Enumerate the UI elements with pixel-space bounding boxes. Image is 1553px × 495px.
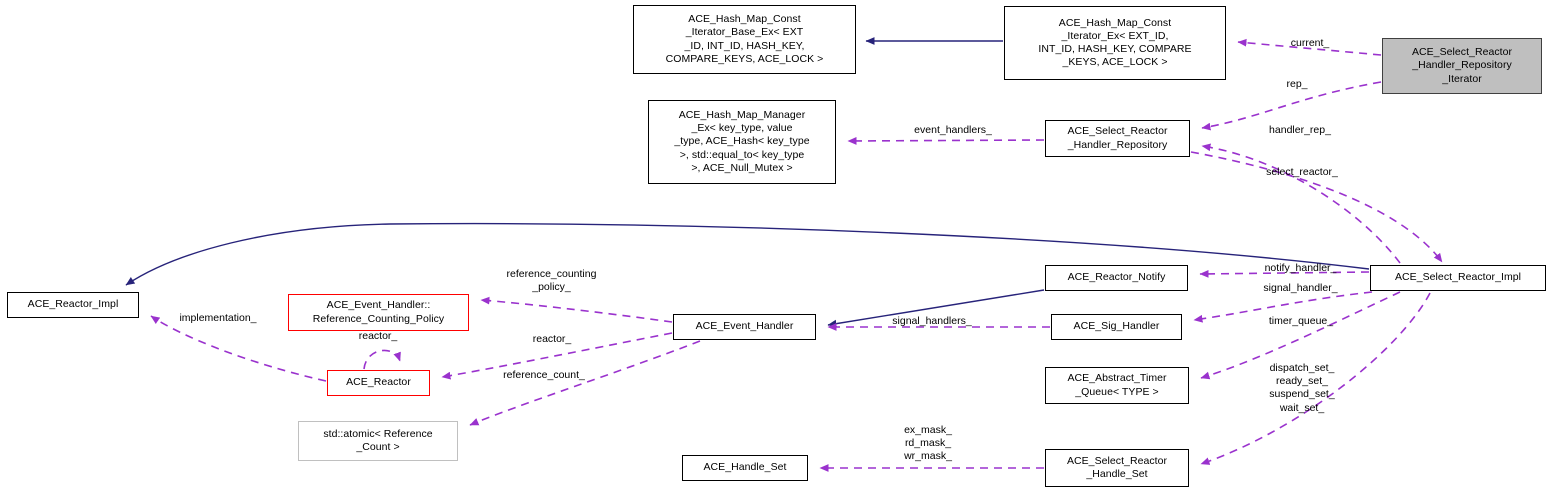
node-reactor[interactable]: ACE_Reactor xyxy=(327,370,430,396)
edge-label-reference-count: reference_count_ xyxy=(503,369,585,381)
edge-label-signal-handlers: signal_handlers_ xyxy=(892,315,972,327)
edge-reactor-self xyxy=(363,349,401,370)
node-hash-map-const-iterator-base-ex[interactable]: ACE_Hash_Map_Const _Iterator_Base_Ex< EX… xyxy=(633,5,856,74)
edge-event-handlers xyxy=(847,137,1045,145)
node-reactor-notify[interactable]: ACE_Reactor_Notify xyxy=(1045,265,1188,291)
edge-label-reference-counting-policy: reference_counting _policy_ xyxy=(506,268,597,294)
node-reactor-impl[interactable]: ACE_Reactor_Impl xyxy=(7,292,139,318)
node-handle-set[interactable]: ACE_Handle_Set xyxy=(682,455,808,481)
edge-label-handler-rep: handler_rep_ xyxy=(1269,124,1331,136)
edge-label-masks: ex_mask_ rd_mask_ wr_mask_ xyxy=(904,424,952,463)
edge-label-select-reactor: select_reactor_ xyxy=(1266,166,1338,178)
node-sig-handler[interactable]: ACE_Sig_Handler xyxy=(1051,314,1182,340)
edge-label-reactor-ref: reactor_ xyxy=(532,333,572,345)
node-hash-map-const-iterator-ex[interactable]: ACE_Hash_Map_Const _Iterator_Ex< EXT_ID,… xyxy=(1004,6,1226,80)
edge-label-handle-sets: dispatch_set_ ready_set_ suspend_set_ wa… xyxy=(1269,362,1335,414)
edge-label-signal-handler: signal_handler_ xyxy=(1263,282,1338,294)
node-std-atomic-reference-count[interactable]: std::atomic< Reference _Count > xyxy=(298,421,458,461)
node-select-reactor-impl[interactable]: ACE_Select_Reactor_Impl xyxy=(1370,265,1546,291)
edge-label-implementation: implementation_ xyxy=(179,312,257,324)
node-abstract-timer-queue[interactable]: ACE_Abstract_Timer _Queue< TYPE > xyxy=(1045,367,1189,404)
edge-label-rep: rep_ xyxy=(1286,78,1308,90)
node-hash-map-manager-ex[interactable]: ACE_Hash_Map_Manager _Ex< key_type, valu… xyxy=(648,100,836,184)
node-select-reactor-handler-repository[interactable]: ACE_Select_Reactor _Handler_Repository xyxy=(1045,120,1190,157)
edge-label-timer-queue: timer_queue_ xyxy=(1268,315,1334,327)
node-select-reactor-handle-set[interactable]: ACE_Select_Reactor _Handle_Set xyxy=(1045,449,1189,487)
edge-label-current: current_ xyxy=(1290,37,1330,49)
node-event-handler[interactable]: ACE_Event_Handler xyxy=(673,314,816,340)
edge-label-notify-handler: notify_handler_ xyxy=(1264,262,1337,274)
edge-reference-count xyxy=(469,340,701,426)
edge-label-event-handlers: event_handlers_ xyxy=(914,124,992,136)
node-select-reactor-handler-repository-iterator[interactable]: ACE_Select_Reactor _Handler_Repository _… xyxy=(1382,38,1542,94)
edge-reference-counting-policy xyxy=(480,296,673,323)
edge-label-reactor-self: reactor_ xyxy=(358,330,398,342)
edge-handler-rep xyxy=(1201,143,1401,264)
node-event-handler-reference-counting-policy[interactable]: ACE_Event_Handler:: Reference_Counting_P… xyxy=(288,294,469,331)
